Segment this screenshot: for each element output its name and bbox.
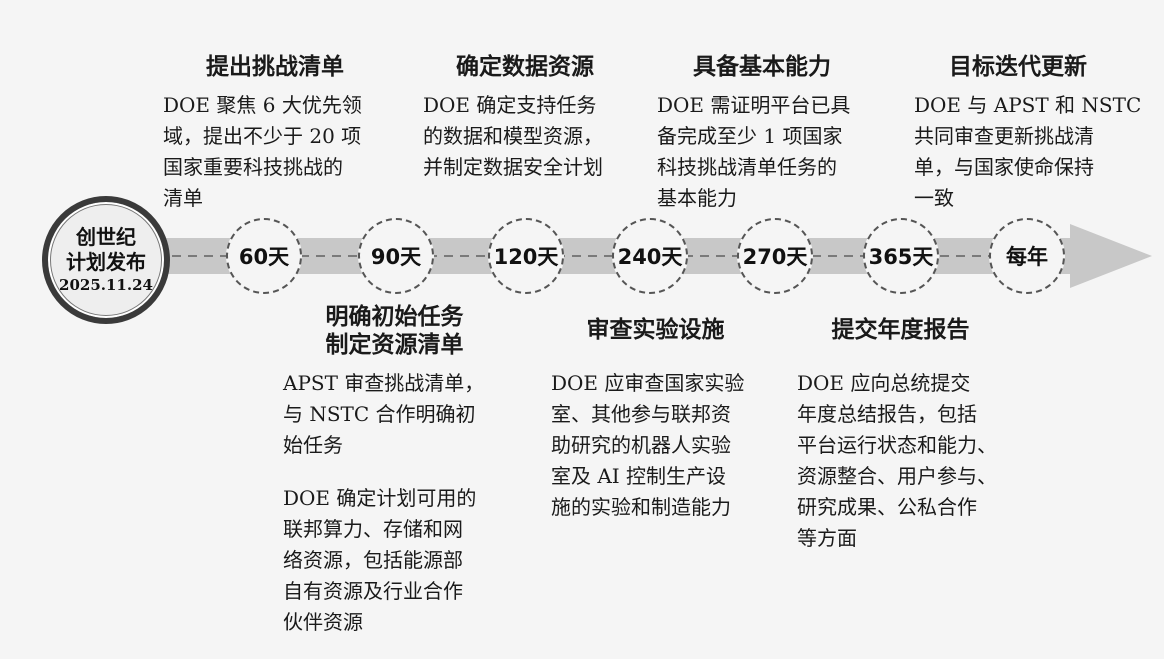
start-node: 创世纪 计划发布 2025.11.24 xyxy=(42,196,170,324)
timeline-arrowhead xyxy=(1070,224,1152,288)
start-title: 创世纪 计划发布 xyxy=(66,225,146,274)
event-text-annual-report: DOE 应向总统提交 年度总结报告，包括 平台运行状态和能力、 资源整合、用户参… xyxy=(797,371,997,550)
event-heading-annual-report: 提交年度报告 xyxy=(831,317,970,343)
milestone-120-days: 120天 xyxy=(488,218,564,294)
milestone-label: 120天 xyxy=(493,245,559,269)
event-heading-iterative-update: 目标迭代更新 xyxy=(949,54,1087,80)
milestone-365-days: 365天 xyxy=(863,218,939,294)
milestone-label: 每年 xyxy=(1006,245,1048,269)
event-heading-data-resources: 确定数据资源 xyxy=(456,54,594,80)
milestone-label: 270天 xyxy=(742,245,808,269)
event-text-review-facilities: DOE 应审查国家实验 室、其他参与联邦资 助研究的机器人实验 室及 AI 控制… xyxy=(551,371,745,519)
event-text-iterative-update: DOE 与 APST 和 NSTC 共同审查更新挑战清 单，与国家使命保持 一致 xyxy=(914,93,1142,210)
milestone-240-days: 240天 xyxy=(612,218,688,294)
milestone-label: 60天 xyxy=(238,245,290,269)
milestone-label: 365天 xyxy=(868,245,934,269)
milestone-label: 240天 xyxy=(617,245,683,269)
start-date: 2025.11.24 xyxy=(59,276,153,294)
event-heading-initial-tasks: 明确初始任务 制定资源清单 xyxy=(325,304,464,358)
milestone-270-days: 270天 xyxy=(737,218,813,294)
event-heading-challenge-list: 提出挑战清单 xyxy=(206,54,344,80)
milestone-yearly: 每年 xyxy=(989,218,1065,294)
event-text-data-resources: DOE 确定支持任务 的数据和模型资源， 并制定数据安全计划 xyxy=(423,93,603,179)
event-heading-basic-capability: 具备基本能力 xyxy=(693,54,831,80)
event-text-basic-capability: DOE 需证明平台已具 备完成至少 1 项国家 科技挑战清单任务的 基本能力 xyxy=(657,93,851,210)
event-text-challenge-list: DOE 聚焦 6 大优先领 域，提出不少于 20 项 国家重要科技挑战的 清单 xyxy=(163,93,362,210)
milestone-90-days: 90天 xyxy=(358,218,434,294)
milestone-60-days: 60天 xyxy=(226,218,302,294)
event-text-initial-tasks: APST 审查挑战清单， 与 NSTC 合作明确初 始任务 xyxy=(283,371,485,457)
event-heading-review-facilities: 审查实验设施 xyxy=(586,317,725,343)
milestone-label: 90天 xyxy=(370,245,422,269)
event-text-federal-resources: DOE 确定计划可用的 联邦算力、存储和网 络资源，包括能源部 自有资源及行业合… xyxy=(283,486,477,634)
